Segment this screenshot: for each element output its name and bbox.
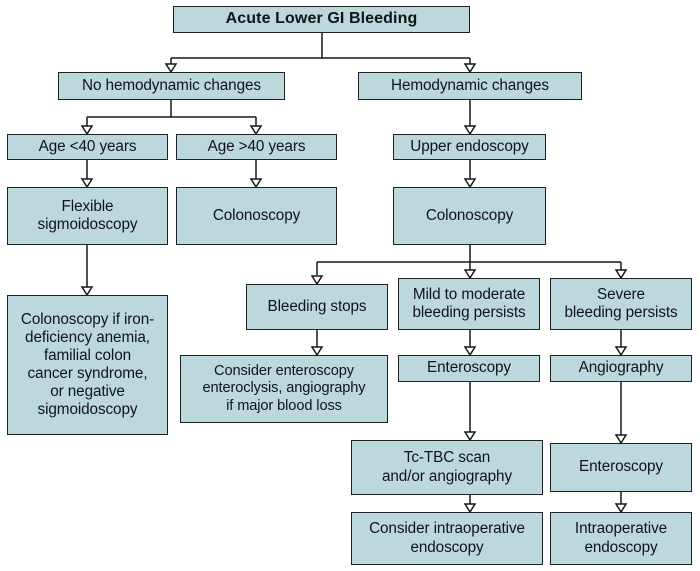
arrow-angiography [614,346,628,357]
node-severe-bleeding-persists[interactable]: Severe bleeding persists [550,278,692,330]
arrow-colonoscopy-right [463,178,477,189]
arrow-consider-enteroscopy [310,346,324,357]
arrow-no-hemo [164,63,178,74]
arrow-upper-endoscopy [463,125,477,136]
arrow-mild-moderate [463,269,477,280]
node-consider-enteroscopy-enteroclysis[interactable]: Consider enteroscopy enteroclysis, angio… [180,355,388,423]
node-colonoscopy-right[interactable]: Colonoscopy [393,187,546,245]
node-flexible-sigmoidoscopy[interactable]: Flexible sigmoidoscopy [7,187,168,245]
node-enteroscopy-mild[interactable]: Enteroscopy [398,355,540,382]
arrow-flexsig [80,178,94,189]
node-no-hemodynamic-changes[interactable]: No hemodynamic changes [58,72,285,100]
node-mild-to-moderate-bleeding-persists[interactable]: Mild to moderate bleeding persists [398,278,540,330]
arrow-age-gt40 [249,125,263,136]
node-colonoscopy-left[interactable]: Colonoscopy [176,187,337,245]
node-hemodynamic-changes[interactable]: Hemodynamic changes [358,72,582,100]
node-upper-endoscopy[interactable]: Upper endoscopy [393,134,546,160]
node-intraoperative-endoscopy[interactable]: Intraoperative endoscopy [550,512,692,565]
node-consider-intraoperative-endoscopy[interactable]: Consider intraoperative endoscopy [351,512,543,565]
arrow-tc-tbc [463,431,477,442]
arrow-bleeding-stops [310,275,324,286]
arrow-severe [614,269,628,280]
arrow-enteroscopy-severe [614,434,628,445]
arrow-intraoperative-endoscopy [614,503,628,514]
node-angiography[interactable]: Angiography [550,355,692,382]
node-age-over-40[interactable]: Age >40 years [176,134,337,160]
node-age-under-40[interactable]: Age <40 years [7,134,168,160]
node-colonoscopy-if-iron-deficiency[interactable]: Colonoscopy if iron- deficiency anemia, … [7,295,168,435]
node-enteroscopy-severe[interactable]: Enteroscopy [550,443,692,492]
node-tc-tbc-scan[interactable]: Tc-TBC scan and/or angiography [351,440,543,495]
node-bleeding-stops[interactable]: Bleeding stops [246,284,388,330]
arrow-age-lt40 [80,125,94,136]
arrow-colo-if-iron [80,286,94,297]
arrow-colonoscopy-left [249,178,263,189]
arrow-hemo [463,63,477,74]
arrow-enteroscopy-mid [463,346,477,357]
node-acute-lower-gi-bleeding[interactable]: Acute Lower GI Bleeding [173,6,470,33]
arrow-consider-intraoperative [463,503,477,514]
